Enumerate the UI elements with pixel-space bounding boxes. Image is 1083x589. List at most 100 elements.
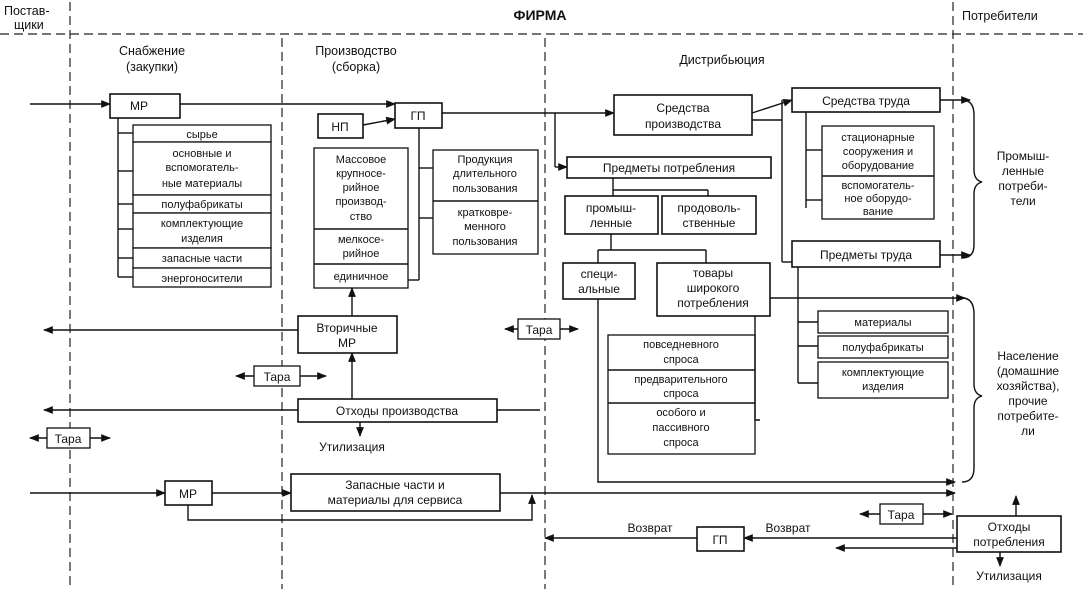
food-goods-box [661,195,757,235]
section-supply-2: (закупки) [126,60,178,74]
special-goods-box [562,262,636,300]
population-1: Население [997,349,1059,363]
means-item-aux-3: вание [863,206,893,218]
section-supply-1: Снабжение [119,44,185,58]
production-long-1: Продукция [457,154,512,166]
population-6: ли [1021,424,1035,438]
distribution-tara-box [517,318,561,340]
header-firm: ФИРМА [514,7,567,23]
consumption-waste-2: потребления [973,535,1044,549]
distribution-tara-label: Тара [526,323,553,337]
means-item-stationary-1: стационарные [841,132,915,144]
objects-item-materials [817,310,949,334]
secondary-mr-1: Вторичные [316,321,378,335]
production-mass-5: ство [350,211,372,223]
objects-labor-label: Предметы труда [820,248,912,262]
production-np-label: НП [331,120,348,134]
return-right-label: Возврат [766,521,812,535]
supply-mr-box [109,93,181,119]
wide-goods-2: широкого [687,281,740,295]
production-long-3: пользования [452,183,517,195]
supply-item-materials-1: основные и [173,148,232,160]
supply-block: МР сырье основные и вспомогатель- ные ма… [30,93,396,288]
production-long-2: длительного [453,168,517,180]
objects-labor-box [791,240,941,268]
production-mass-2: крупносе- [336,168,386,180]
means-production-2: производства [645,117,721,131]
population-3: хозяйства), [997,379,1060,393]
production-mass-3: рийное [343,182,380,194]
production-products-frame [432,149,539,255]
objects-item-semifinished [817,335,949,359]
production-tara-box [253,365,301,387]
supply-item-components-1: комплектующие [161,218,243,230]
production-block: ГП НП Массовое крупносе- рийное производ… [29,102,956,521]
industrial-consumers-2: ленные [1002,164,1045,178]
means-labor-label: Средства труда [822,94,910,108]
objects-item-components-1: комплектующие [842,367,924,379]
food-goods-1: продоволь- [677,201,740,215]
wide-goods-1: товары [693,266,733,280]
industrial-consumers-4: тели [1010,194,1035,208]
means-production-box [613,94,753,136]
industrial-goods-2: ленные [590,216,633,230]
return-left-label: Возврат [628,521,674,535]
objects-item-materials-label: материалы [854,317,911,329]
industrial-consumers-1: Промыш- [997,149,1049,163]
special-goods-2: альные [578,282,620,296]
means-item-aux-1: вспомогатель- [841,180,914,192]
suppliers-tara-label: Тара [55,432,82,446]
consumers-block: Промыш- ленные потреби- тели Население (… [835,99,1062,583]
consumers-utilization: Утилизация [976,569,1042,583]
objects-item-components [817,361,949,399]
supply-item-energy-label: энергоносители [162,273,243,285]
labor-block: Средства труда стационарные сооружения и… [751,87,971,399]
return-gp-box [696,526,745,552]
population-4: прочие [1008,394,1048,408]
wide-item-special-3: спроса [663,437,699,449]
production-tara-label: Тара [264,370,291,384]
header-consumers: Потребители [962,9,1038,23]
industrial-goods-1: промыш- [586,201,636,215]
wide-item-daily-1: повседневного [643,339,719,351]
consumer-goods-box [566,156,772,179]
supply-item-spareparts-label: запасные части [162,253,242,265]
industrial-goods-box [564,195,659,235]
service-box [290,473,501,512]
supply-item-components-2: изделия [181,233,223,245]
production-single: единичное [334,271,389,283]
return-gp-label: ГП [712,533,727,547]
production-waste-label: Отходы производства [336,404,459,418]
consumers-tara-label: Тара [888,508,915,522]
production-small-2: рийное [343,248,380,260]
production-waste-box [297,398,498,423]
production-utilization: Утилизация [319,440,385,454]
section-production-1: Производство [315,44,397,58]
consumption-waste-box [956,515,1062,553]
objects-item-components-2: изделия [862,381,904,393]
wide-item-special-2: пассивного [652,422,709,434]
population-2: (домашние [997,364,1060,378]
secondary-mr-2: МР [338,336,356,350]
wide-goods-box [656,262,771,317]
wide-item-special-1: особого и [656,407,705,419]
food-goods-2: ственные [683,216,736,230]
supply-mr-label: МР [130,99,148,113]
consumption-waste-1: Отходы [988,520,1031,534]
suppliers-tara-box [46,427,91,449]
means-item-aux-2: ное оборудо- [844,193,912,205]
production-short-1: кратковре- [458,207,513,219]
means-item-stationary-3: оборудование [842,160,914,172]
wide-goods-3: потребления [677,296,748,310]
supply-item-materials-3: ные материалы [162,178,242,190]
distribution-block: Тара Средства производства Предметы потр… [504,94,966,552]
production-mass-4: производ- [335,196,386,208]
supply-item-energy [132,267,272,288]
secondary-mr-box [297,315,398,354]
supply-item-raw-label: сырье [186,129,217,141]
service-label-1: Запасные части и [345,478,445,492]
section-production-2: (сборка) [332,60,380,74]
means-item-stationary-2: сооружения и [843,146,913,158]
